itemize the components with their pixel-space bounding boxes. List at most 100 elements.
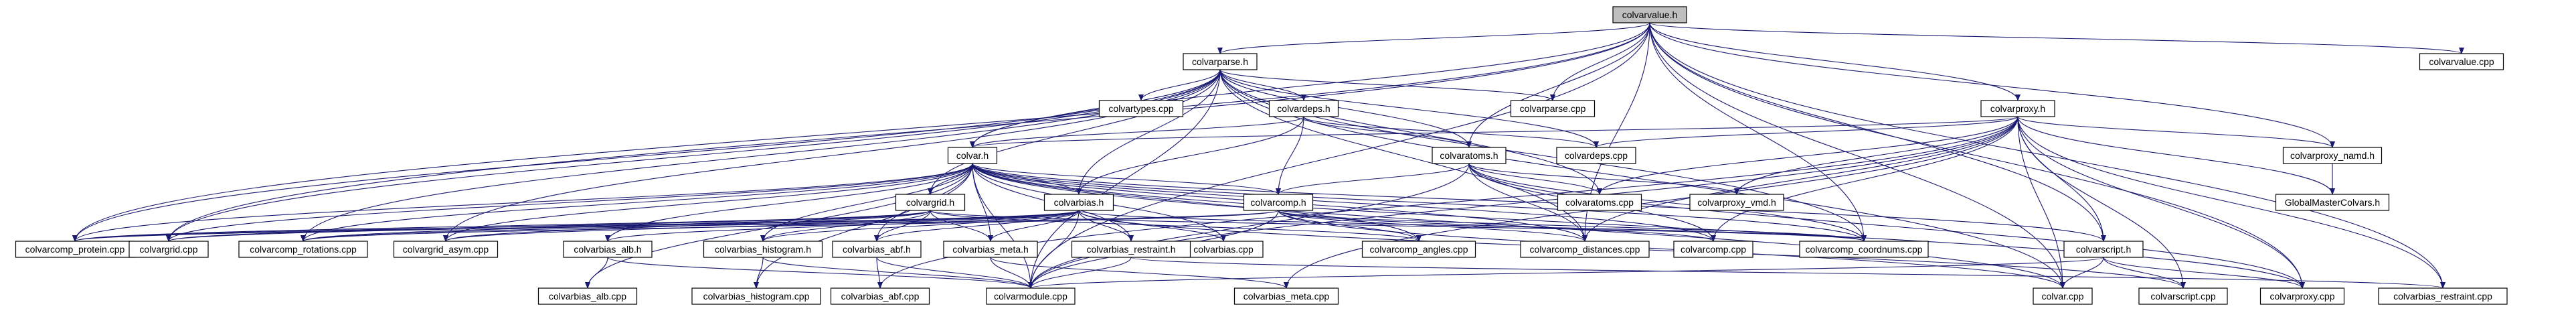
- edge-colvarproxy_h-to-colvarcomp_cpp: [1711, 116, 2019, 242]
- node-colvarbias-meta-h[interactable]: colvarbias_meta.h: [943, 241, 1038, 258]
- edge-colvarbias_alb_h-to-colvarbias_alb_cpp: [585, 257, 608, 289]
- edge-colvarbias_alb_h-to-colvarmodule_cpp: [607, 257, 1033, 289]
- node-box: [986, 287, 1076, 305]
- node-colvarmodule-cpp[interactable]: colvarmodule.cpp: [986, 287, 1076, 305]
- edge-colvaratoms_h-to-colvaratoms_cpp: [1468, 163, 1602, 195]
- edge-colvarproxy_h-to-colvaratoms_cpp: [1597, 116, 2019, 195]
- node-colvarvalue-h[interactable]: colvarvalue.h: [1612, 6, 1687, 23]
- node-colvarbias-alb-h[interactable]: colvarbias_alb.h: [563, 241, 653, 258]
- edge-colvar_h-to-colvarcomp_protein_cpp: [72, 163, 973, 242]
- edge-colvar_h-to-colvarscript_h: [972, 163, 2106, 242]
- node-colvarbias-alb-cpp[interactable]: colvarbias_alb.cpp: [537, 287, 638, 305]
- edge-colvarproxy_h-to-colvar_cpp: [2017, 116, 2065, 289]
- node-colvarbias-abf-h[interactable]: colvarbias_abf.h: [832, 241, 922, 258]
- node-label: colvargrid_asym.cpp: [403, 244, 489, 255]
- node-colvarcomp-rotations-cpp[interactable]: colvarcomp_rotations.cpp: [238, 241, 368, 258]
- node-colvarproxy-vmd-h[interactable]: colvarproxy_vmd.h: [1689, 194, 1784, 211]
- edge-colvarvalue_h-to-colvarproxy_namd_h: [1649, 22, 2335, 148]
- edge-colvarproxy_h-to-globalmastercolvars_h: [2017, 116, 2335, 195]
- node-globalmastercolvars-h[interactable]: GlobalMasterColvars.h: [2275, 194, 2390, 211]
- node-label: colvarbias.cpp: [1193, 244, 1254, 255]
- edge-colvarvalue_h-to-colvarvalue_cpp: [1649, 22, 2464, 54]
- node-colvargrid-cpp[interactable]: colvargrid.cpp: [128, 241, 209, 258]
- node-colvarbias-abf-cpp[interactable]: colvarbias_abf.cpp: [830, 287, 930, 305]
- edge-colvardeps_h-to-colvarcomp_h: [1276, 116, 1304, 195]
- node-box: [1689, 194, 1784, 211]
- edge-colvarproxy_h-to-colvardeps_cpp: [1594, 116, 2019, 148]
- edge-colvarbias_histogram_h-to-colvarbias_histogram_cpp: [754, 257, 764, 289]
- edge-colvarvalue_h-to-colvarcomp_coordnums_cpp: [1649, 22, 1867, 242]
- node-colvarscript-h[interactable]: colvarscript.h: [2063, 241, 2144, 258]
- node-colvarbias-h[interactable]: colvarbias.h: [1043, 194, 1114, 211]
- node-colvaratoms-cpp[interactable]: colvaratoms.cpp: [1557, 194, 1642, 211]
- node-colvarcomp-cpp[interactable]: colvarcomp.cpp: [1673, 241, 1753, 258]
- node-colvarcomp-protein-cpp[interactable]: colvarcomp_protein.cpp: [15, 241, 135, 258]
- node-label: colvarbias_abf.h: [843, 244, 911, 255]
- edge-colvarcomp_h-to-colvarcomp_angles_cpp: [1278, 210, 1422, 242]
- node-label: colvarcomp_distances.cpp: [1530, 244, 1640, 255]
- edge-colvarproxy_h-to-colvarcomp_distances_cpp: [1582, 116, 2019, 242]
- node-label: colvargrid.cpp: [139, 244, 197, 255]
- node-box: [128, 241, 209, 258]
- node-colvarbias-restraint-cpp[interactable]: colvarbias_restraint.cpp: [2378, 287, 2508, 305]
- node-colvarbias-meta-cpp[interactable]: colvarbias_meta.cpp: [1233, 287, 1339, 305]
- node-colvarbias-restraint-h[interactable]: colvarbias_restraint.h: [1071, 241, 1191, 258]
- node-colvarcomp-distances-cpp[interactable]: colvarcomp_distances.cpp: [1520, 241, 1650, 258]
- node-colvardeps-cpp[interactable]: colvardeps.cpp: [1556, 147, 1636, 164]
- node-colvargrid-h[interactable]: colvargrid.h: [895, 194, 966, 211]
- edge-colvar_h-to-colvargrid_cpp: [166, 163, 973, 242]
- edge-colvardeps_h-to-colvaratoms_h: [1303, 116, 1472, 148]
- node-colvarcomp-coordnums-cpp[interactable]: colvarcomp_coordnums.cpp: [1799, 241, 1929, 258]
- node-box: [703, 241, 823, 258]
- edge-colvarscript_h-to-colvarproxy_cpp: [2103, 257, 2305, 289]
- node-colvar-h[interactable]: colvar.h: [947, 147, 998, 164]
- node-label: colvar.h: [956, 150, 989, 161]
- node-colvar-cpp[interactable]: colvar.cpp: [2033, 287, 2093, 305]
- node-layer: colvarvalue.h colvarparse.h colvarvalue.cp…: [15, 6, 2508, 305]
- node-colvarcomp-h[interactable]: colvarcomp.h: [1243, 194, 1314, 211]
- node-label: colvarproxy.cpp: [2269, 291, 2334, 302]
- node-colvarbias-cpp[interactable]: colvarbias.cpp: [1183, 241, 1264, 258]
- edge-colvarcomp_h-to-colvarcomp_distances_cpp: [1278, 210, 1587, 242]
- edge-colvarvalue_h-to-colvarparse_cpp: [1550, 22, 1650, 101]
- node-box: [1361, 241, 1476, 258]
- edge-colvarproxy_h-to-colvarproxy_cpp: [2017, 116, 2305, 289]
- node-colvarparse-h[interactable]: colvarparse.h: [1183, 53, 1258, 70]
- node-colvarproxy-namd-h[interactable]: colvarproxy_namd.h: [2282, 147, 2383, 164]
- node-box: [1673, 241, 1753, 258]
- edge-colvarbias_abf_h-to-colvarmodule_cpp: [876, 257, 1033, 289]
- node-colvarproxy-h[interactable]: colvarproxy.h: [1980, 100, 2055, 117]
- node-box: [2138, 287, 2228, 305]
- edge-colvardeps_h-to-colvardeps_cpp: [1303, 116, 1599, 148]
- edge-colvarcomp_h-to-colvarcomp_rotations_cpp: [300, 210, 1279, 242]
- node-box: [943, 241, 1038, 258]
- edge-colvarparse_h-to-colvardeps_h: [1219, 69, 1306, 101]
- node-label: colvarvalue.cpp: [2429, 56, 2494, 67]
- edge-colvarproxy_h-to-colvarproxy_vmd_h: [1734, 116, 2019, 195]
- node-colvarproxy-cpp[interactable]: colvarproxy.cpp: [2259, 287, 2345, 305]
- node-box: [1556, 147, 1636, 164]
- node-label: colvar.cpp: [2041, 291, 2083, 302]
- node-colvardeps-h[interactable]: colvardeps.h: [1268, 100, 1339, 117]
- node-colvarvalue-cpp[interactable]: colvarvalue.cpp: [2419, 53, 2504, 70]
- edge-colvarparse_h-to-colvar_h: [970, 69, 1221, 148]
- node-colvartypes-cpp[interactable]: colvartypes.cpp: [1098, 100, 1184, 117]
- node-box: [832, 241, 922, 258]
- edge-colvar_h-to-colvarproxy_cpp: [972, 163, 2305, 289]
- edge-colvar_h-to-colvarbias_meta_h: [972, 163, 993, 242]
- node-box: [1071, 241, 1191, 258]
- node-box: [1098, 100, 1184, 117]
- edge-colvarvalue_h-to-colvargrid_cpp: [166, 22, 1650, 242]
- edge-colvarcomp_h-to-colvarcomp_protein_cpp: [72, 210, 1279, 242]
- node-box: [1233, 287, 1339, 305]
- node-colvarcomp-angles-cpp[interactable]: colvarcomp_angles.cpp: [1361, 241, 1476, 258]
- node-colvaratoms-h[interactable]: colvaratoms.h: [1432, 147, 1507, 164]
- node-colvarscript-cpp[interactable]: colvarscript.cpp: [2138, 287, 2228, 305]
- node-label: colvarcomp_angles.cpp: [1369, 244, 1468, 255]
- node-colvarbias-histogram-cpp[interactable]: colvarbias_histogram.cpp: [691, 287, 821, 305]
- node-colvargrid-asym-cpp[interactable]: colvargrid_asym.cpp: [393, 241, 499, 258]
- node-colvarbias-histogram-h[interactable]: colvarbias_histogram.h: [703, 241, 823, 258]
- node-colvarparse-cpp[interactable]: colvarparse.cpp: [1510, 100, 1596, 117]
- node-label: colvarcomp.cpp: [1681, 244, 1746, 255]
